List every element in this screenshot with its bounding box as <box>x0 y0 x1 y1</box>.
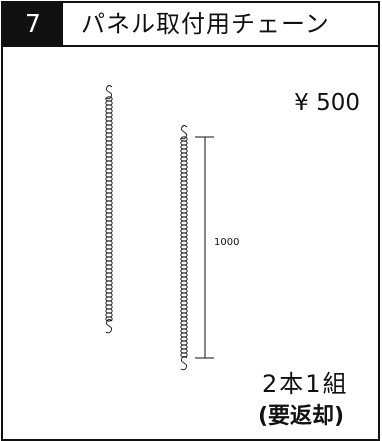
chain-illustrations <box>105 85 188 371</box>
chain-link <box>105 316 113 322</box>
product-title: パネル取付用チェーン <box>81 10 330 38</box>
quantity-label: 2本1組 <box>262 370 349 398</box>
s-hook-top <box>105 85 113 100</box>
s-hook-top <box>180 125 188 140</box>
dimension-line <box>195 136 214 359</box>
price-label: ¥ 500 <box>294 90 360 116</box>
dimension-label: 1000 <box>214 237 239 248</box>
s-hook-bottom <box>180 356 188 371</box>
chain-left <box>105 85 113 334</box>
card-header: 7 パネル取付用チェーン <box>3 3 378 47</box>
s-hook-bottom <box>105 319 113 334</box>
chain-right <box>180 125 188 371</box>
chain-link <box>180 352 188 358</box>
item-number: 7 <box>3 3 63 45</box>
return-note: (要返却) <box>258 404 345 429</box>
chain-drawing: 1000 <box>105 85 239 371</box>
